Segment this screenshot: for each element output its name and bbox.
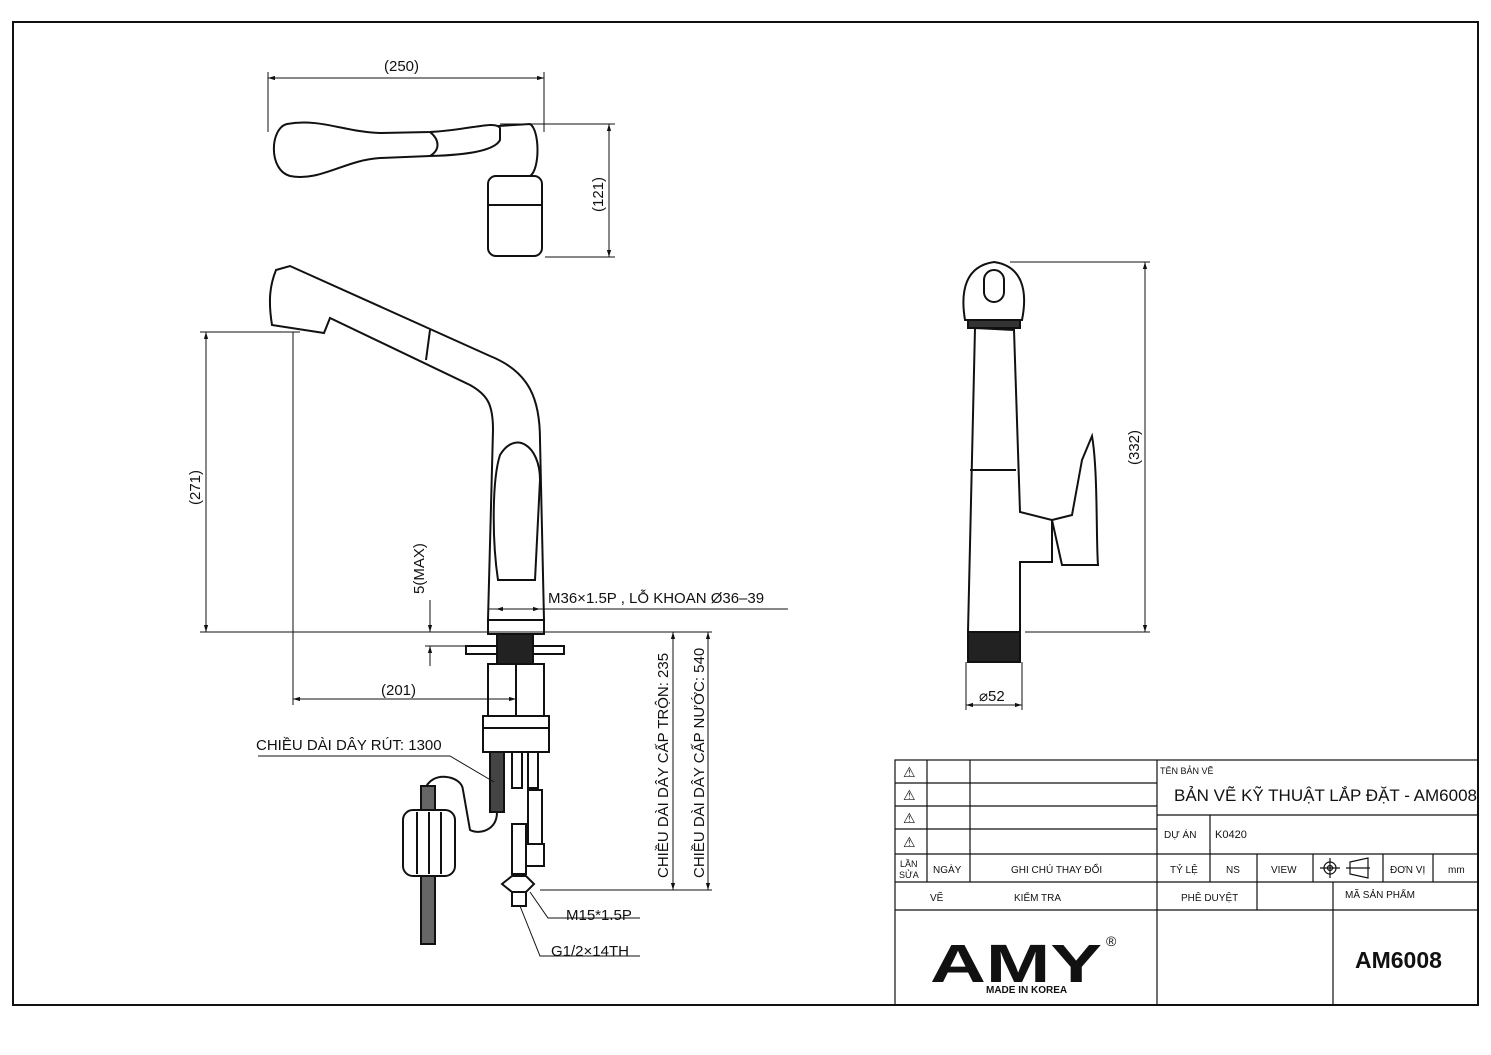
project-label: DỰ ÁN	[1164, 828, 1196, 841]
revision-symbol-4: ⚠	[903, 834, 916, 850]
approved-label: PHÊ DUYỆT	[1181, 891, 1238, 904]
front-view-faucet	[962, 260, 1100, 663]
brand-logo: AMY ® MADE IN KOREA	[930, 933, 1117, 996]
change-note-label: GHI CHÚ THAY ĐỔI	[1011, 863, 1102, 876]
label-inlet-thread: G1/2×14TH	[551, 943, 629, 960]
front-view-dimensions	[965, 261, 1150, 710]
revision-symbol-1: ⚠	[903, 764, 916, 780]
drawing-name: BẢN VẼ KỸ THUẬT LẮP ĐẶT - AM6008	[1174, 786, 1477, 805]
scale-label: TỶ LỆ	[1170, 863, 1198, 876]
title-block	[894, 759, 1479, 1006]
brand-tagline: MADE IN KOREA	[986, 985, 1067, 996]
dim-base-diameter: ⌀52	[979, 688, 1005, 705]
product-code: AM6008	[1355, 947, 1442, 973]
drawn-label: VẼ	[930, 891, 944, 904]
top-view	[272, 121, 543, 257]
label-hose-length: CHIỀU DÀI DÂY RÚT: 1300	[256, 737, 442, 754]
label-connector-thread: M15*1.5P	[566, 907, 632, 924]
revision-label-2: SỬA	[899, 869, 919, 880]
brand-mark: ®	[1106, 933, 1117, 949]
project-value: K0420	[1215, 829, 1247, 841]
side-view-faucet	[268, 264, 565, 945]
drawing-name-label: TÊN BẢN VẼ	[1160, 765, 1214, 776]
dim-thread-hole: M36×1.5P , LỖ KHOAN Ø36–39	[548, 589, 764, 607]
view-label: VIEW	[1271, 865, 1297, 876]
unit-value: mm	[1448, 865, 1465, 876]
label-water-hose-length: CHIỀU DÀI DÂY CẤP NƯỚC: 540	[691, 648, 708, 878]
dim-total-height: (332)	[1126, 430, 1143, 465]
drawing-frame	[12, 21, 1479, 1006]
dim-top-width: (250)	[384, 58, 419, 75]
scale-value: NS	[1226, 865, 1240, 876]
revision-symbol-3: ⚠	[903, 810, 916, 826]
dim-top-depth: (121)	[590, 177, 607, 212]
checked-label: KIỂM TRA	[1014, 891, 1061, 904]
date-label: NGÀY	[933, 863, 962, 876]
dim-spout-height: (271)	[187, 470, 204, 505]
revision-symbol-2: ⚠	[903, 787, 916, 803]
unit-label: ĐƠN VỊ	[1390, 865, 1425, 876]
projection-symbol-icon	[1320, 857, 1370, 879]
revision-label-1: LẦN	[900, 859, 918, 869]
label-mix-hose-length: CHIỀU DÀI DÂY CẤP TRỘN: 235	[655, 653, 672, 878]
dim-max-thickness: 5(MAX)	[411, 543, 428, 594]
product-code-label: MÃ SẢN PHẨM	[1345, 888, 1415, 901]
dim-reach: (201)	[381, 682, 416, 699]
top-view-dimensions	[267, 72, 615, 258]
side-view-dimensions	[200, 331, 788, 957]
brand-name: AMY	[930, 934, 1102, 994]
